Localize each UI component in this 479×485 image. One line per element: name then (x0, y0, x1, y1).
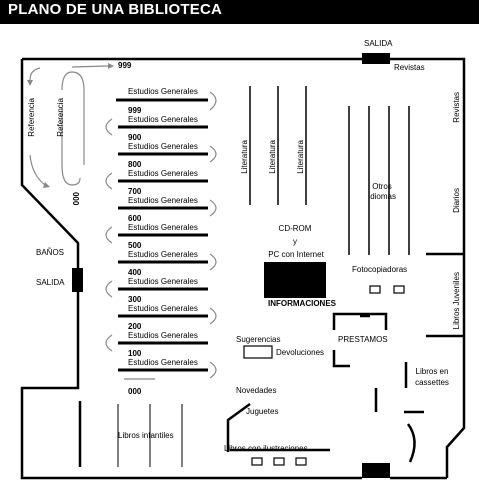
libros-infantiles-label: Libros infantiles (118, 431, 174, 440)
stack-number: 500 (128, 241, 142, 250)
literatura-label-1: Literatura (240, 140, 249, 174)
stack-number: 100 (128, 349, 142, 358)
stack-number: 600 (128, 214, 142, 223)
stacks-top-number: 999 (118, 61, 132, 70)
libros-juveniles-label: Libros Juveniles (452, 272, 461, 330)
stack-label: Estudios Generales (128, 358, 198, 367)
title-bar: PLANO DE UNA BIBLIOTECA (0, 0, 479, 24)
stack-label: Estudios Generales (128, 277, 198, 286)
stack-number: 700 (128, 187, 142, 196)
banos-label: BAÑOS (36, 248, 65, 257)
stack-flow-arrows (105, 91, 217, 380)
cdrom-line1: CD-ROM (278, 224, 312, 233)
stack-number: 900 (128, 133, 142, 142)
literatura-label-2: Literatura (268, 140, 277, 174)
side-number-000: 000 (72, 192, 81, 206)
corner-curve (406, 423, 416, 463)
libros-ilustraciones-label: Libros con ilustraciones (224, 444, 308, 453)
exit-top-door (362, 53, 390, 64)
fotocopiadoras-label: Fotocopiadoras (352, 265, 408, 274)
referencia-label-2: Referencia (56, 98, 65, 137)
interior-walls (226, 252, 464, 452)
juguetes-label: Juguetes (246, 407, 279, 416)
stack-number: 999 (128, 106, 142, 115)
sugerencias-label: Sugerencias (236, 335, 281, 344)
literatura-label-3: Literatura (296, 140, 305, 174)
referencia-arrowheads (27, 63, 114, 188)
stack-label: Estudios Generales (128, 169, 198, 178)
revistas-top-label: Revistas (394, 63, 425, 72)
small-desks (243, 285, 405, 466)
referencia-arrows (29, 65, 109, 186)
stack-label: Estudios Generales (128, 331, 198, 340)
otros-idiomas-label: Otros Idiomas (367, 182, 396, 201)
exit-left-label: SALIDA (36, 278, 65, 287)
stack-label: Estudios Generales (128, 304, 198, 313)
stack-label: Estudios Generales (128, 250, 198, 259)
stack-number: 800 (128, 160, 142, 169)
stack-number: 300 (128, 295, 142, 304)
stack-label: Estudios Generales (128, 142, 198, 151)
stack-label: Estudios Generales (128, 223, 198, 232)
stack-number: 200 (128, 322, 142, 331)
stack-label: Estudios Generales (128, 196, 198, 205)
stacks-header-label: Estudios Generales (128, 87, 198, 96)
stacks-bottom-number: 000 (128, 387, 142, 396)
stack-shelves (116, 98, 208, 372)
referencia-label-1: Referencia (27, 98, 36, 137)
page-title: PLANO DE UNA BIBLIOTECA (8, 1, 223, 18)
cdrom-line2: y (293, 237, 297, 246)
devoluciones-label: Devoluciones (276, 348, 325, 357)
exit-left-door (72, 268, 83, 292)
revistas-side-label: Revistas (452, 92, 461, 123)
stack-number: 400 (128, 268, 142, 277)
informaciones-label: INFORMACIONES (268, 299, 336, 308)
literatura-shelves (249, 86, 307, 205)
prestamos-label: PRESTAMOS (338, 335, 388, 344)
novedades-label: Novedades (236, 386, 277, 395)
stack-label: Estudios Generales (128, 115, 198, 124)
libros-cassettes-line1: Libros en (415, 367, 449, 376)
exit-bottom-door (362, 463, 390, 478)
outer-walls (20, 57, 466, 480)
diarios-label: Diarios (452, 188, 461, 213)
libros-cassettes-line2: cassettes (415, 378, 449, 387)
otros-idiomas-shelves (348, 106, 410, 255)
cdrom-line3: PC con Internet (268, 250, 324, 259)
exit-top-label: SALIDA (364, 39, 393, 48)
infantiles-shelves (117, 404, 183, 467)
cdrom-pc-desk (264, 262, 326, 298)
